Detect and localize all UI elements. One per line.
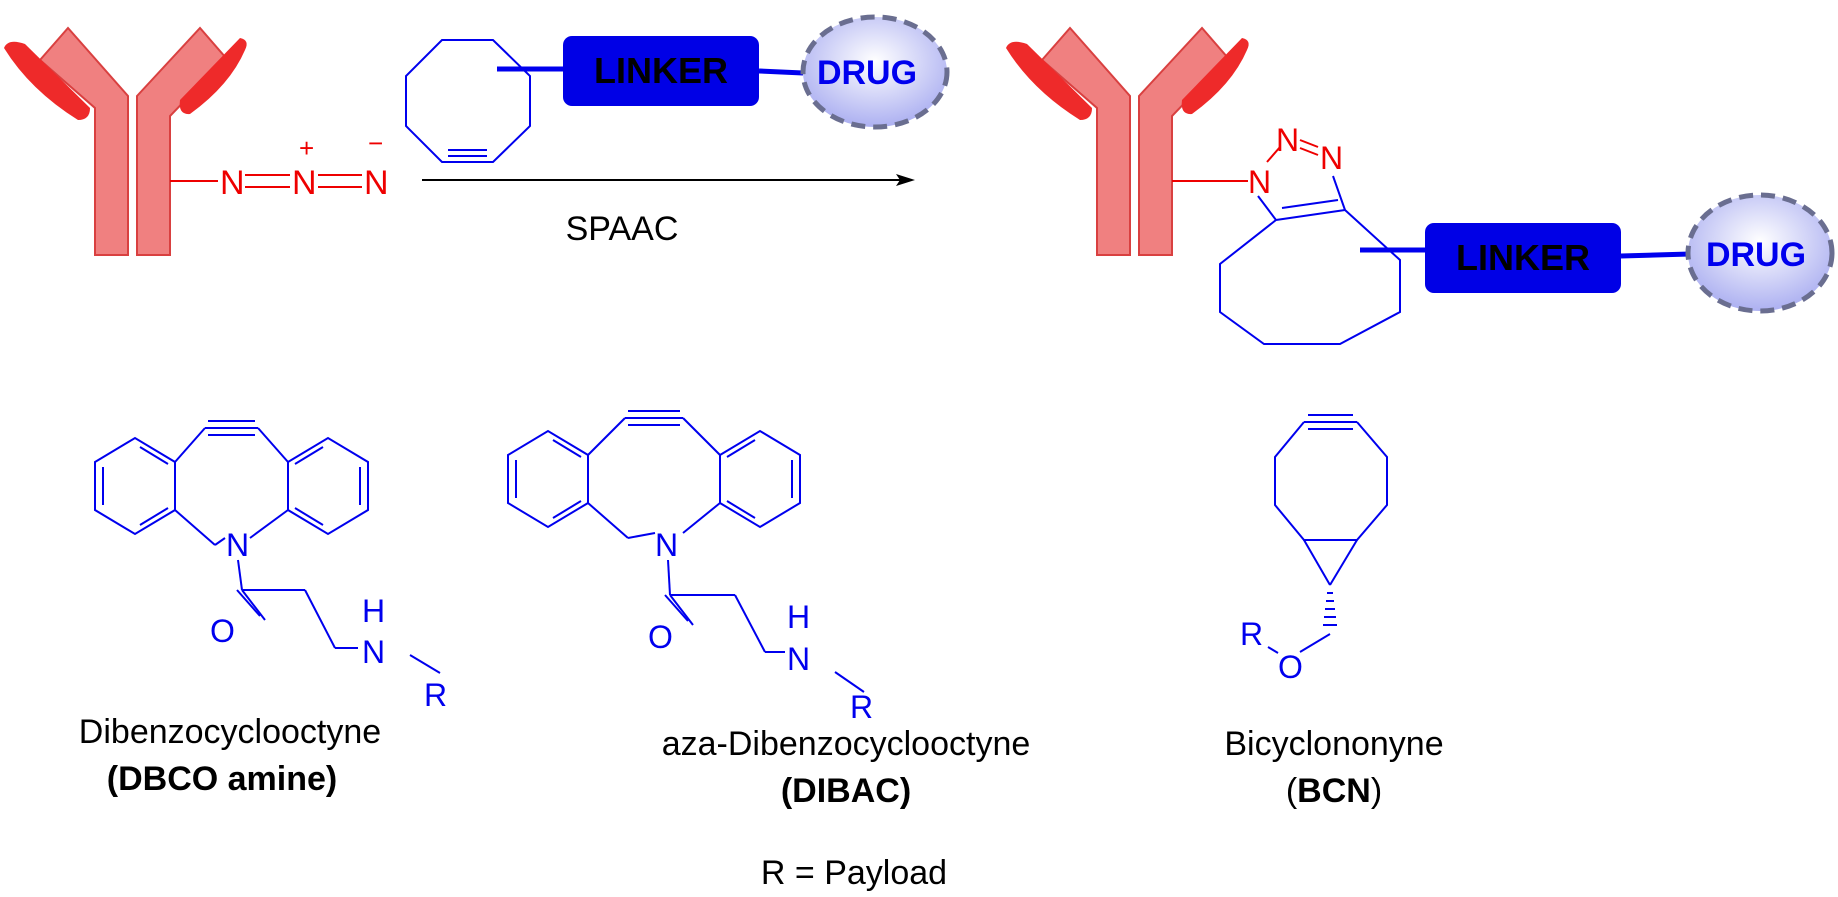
reaction-arrow: SPAAC — [422, 174, 915, 248]
antibody-right — [1006, 26, 1249, 256]
dibac-abbr: (DIBAC) — [781, 772, 911, 810]
dbco-atom-h: H — [362, 593, 385, 629]
dibac-name: aza-Dibenzocyclooctyne — [662, 725, 1031, 763]
product-drug-ellipse: DRUG — [1685, 192, 1835, 314]
bcn-structure — [1274, 414, 1388, 586]
bcn-atom-o: O — [1278, 649, 1303, 685]
triazole-atom: N — [1248, 164, 1271, 200]
bcn-name: Bicyclononyne — [1224, 725, 1443, 763]
dbco-atom-nh: N — [362, 634, 385, 670]
dbco-atom-r: R — [424, 677, 447, 713]
product-linker-label: LINKER — [1456, 237, 1590, 278]
bcn-hashed-bond — [1267, 592, 1337, 654]
antibody-right-arm — [1040, 26, 1131, 256]
azide-charge-minus: − — [368, 128, 383, 158]
dbco-atom-o: O — [210, 613, 235, 649]
bcn-atoms: R O — [1240, 616, 1303, 685]
antibody-right-arm — [1138, 26, 1230, 256]
antibody-left — [4, 26, 247, 256]
bcn-abbr: (BCN) — [1286, 772, 1382, 810]
azide-atom: N — [292, 164, 317, 202]
dbco-atoms: N O H N R — [210, 527, 447, 713]
dibac-atom-h: H — [787, 599, 810, 635]
azide-charge-plus: + — [299, 133, 314, 163]
triazole-ring: N N N — [1172, 122, 1346, 221]
reagent-cyclooctyne — [405, 39, 565, 163]
product-drug-label: DRUG — [1706, 236, 1806, 274]
dibac-atom-n: N — [655, 527, 678, 563]
dibac-atom-nh: N — [787, 641, 810, 677]
payload-footnote: R = Payload — [761, 854, 947, 892]
dbco-structure — [94, 420, 441, 674]
azide-group: N N + N − — [170, 128, 389, 202]
dibac-structure — [507, 410, 865, 693]
dibac-atoms: N O H N R — [648, 527, 873, 725]
product-linker-box: LINKER — [1425, 223, 1621, 293]
reagent-linker-box: LINKER — [563, 36, 759, 106]
product-cyclooctene — [1219, 209, 1425, 345]
reagent-drug-ellipse: DRUG — [800, 14, 950, 130]
dbco-name: Dibenzocyclooctyne — [79, 713, 381, 751]
dibac-atom-o: O — [648, 619, 673, 655]
reagent-linker-label: LINKER — [594, 50, 728, 91]
reagent-drug-label: DRUG — [817, 54, 917, 92]
antibody-right-tip — [1181, 38, 1249, 115]
antibody-left-arm — [136, 26, 228, 256]
azide-atom: N — [220, 164, 245, 202]
antibody-right-tip — [1006, 41, 1092, 120]
triazole-atom: N — [1320, 140, 1343, 176]
bcn-abbr-bold: BCN — [1297, 772, 1371, 810]
dbco-abbr: (DBCO amine) — [107, 760, 337, 798]
antibody-left-tip — [179, 38, 247, 115]
bcn-atom-r: R — [1240, 616, 1263, 652]
antibody-left-arm — [38, 26, 129, 256]
bcn-abbr-open: ( — [1286, 772, 1298, 810]
triazole-atom: N — [1276, 122, 1299, 158]
arrow-label: SPAAC — [566, 210, 679, 248]
azide-atom: N — [364, 164, 389, 202]
dibac-atom-r: R — [850, 689, 873, 725]
bcn-abbr-close: ) — [1371, 772, 1382, 810]
antibody-left-tip — [4, 41, 90, 120]
dbco-atom-n: N — [226, 527, 249, 563]
